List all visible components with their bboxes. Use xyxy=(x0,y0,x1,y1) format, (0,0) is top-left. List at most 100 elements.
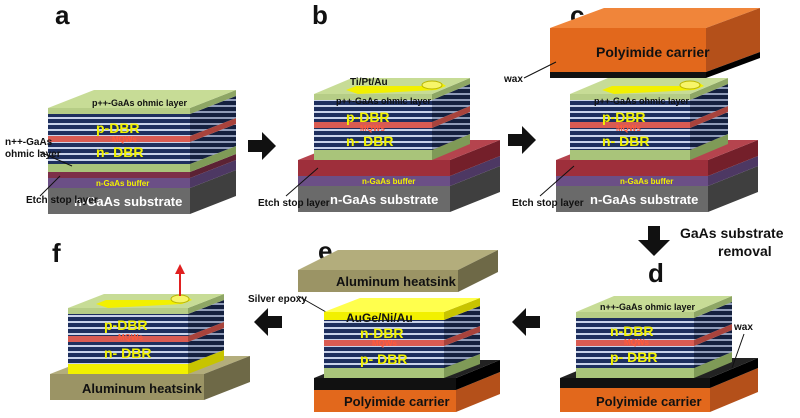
ti-pt-au-contact xyxy=(602,82,704,94)
substrate-label: n-GaAs substrate xyxy=(590,192,698,207)
substrate-label: n-GaAs substrate xyxy=(74,194,182,209)
buffer-layer xyxy=(48,178,190,188)
p-dbr-stack xyxy=(314,100,432,122)
p-dbr-label: p- DBR xyxy=(610,349,657,365)
panel-letter-b: b xyxy=(312,0,328,30)
heatsink-label: Aluminum heatsink xyxy=(336,274,457,289)
panel-letter-f: f xyxy=(52,238,61,268)
panel-e: e Aluminum heatsink Silver epoxy AuGe/Ni… xyxy=(248,236,500,412)
arrow-down-icon xyxy=(638,226,670,256)
n-dbr-stack xyxy=(48,142,190,164)
ti-pt-au-contact xyxy=(96,296,192,308)
etch-stop-layer xyxy=(48,172,190,178)
metal-label: AuGe/Ni/Au xyxy=(346,311,413,325)
arrow-left-icon xyxy=(254,308,282,336)
arrow-right-icon xyxy=(508,126,536,154)
carrier-label: Polyimide carrier xyxy=(344,394,450,409)
etch-stop-layer xyxy=(556,160,708,176)
aluminum-heatsink xyxy=(50,374,204,400)
p-dbr-label: p-DBR xyxy=(96,120,140,136)
p-dbr-label: p- DBR xyxy=(360,351,407,367)
p-dbr-stack xyxy=(324,346,444,368)
contact-label: Ti/Pt/Au xyxy=(350,77,388,88)
panel-letter-d: d xyxy=(648,258,664,288)
top-layer-label: p++-GaAs ohmic layer xyxy=(594,96,690,106)
ti-pt-au-contact xyxy=(346,82,446,94)
mqw-layer xyxy=(48,136,190,142)
arrow-left-icon xyxy=(512,308,540,336)
n-ohmic-layer xyxy=(48,164,190,172)
mqws-label: MQWs xyxy=(372,339,397,348)
substrate xyxy=(298,186,450,212)
n-ohmic-layer xyxy=(314,150,432,160)
wax-layer xyxy=(560,378,710,388)
ohmic-callout-line-1: n++-GaAs xyxy=(5,137,53,148)
mqws-label: MQWs xyxy=(360,124,385,133)
mqw-layer xyxy=(324,340,444,346)
p-dbr-label: p-DBR xyxy=(104,317,148,333)
heatsink-label: Aluminum heatsink xyxy=(82,381,203,396)
etch-stop-callout-line xyxy=(39,175,61,197)
mqw-layer xyxy=(314,122,432,128)
substrate xyxy=(556,186,708,212)
top-layer-label: p++-GaAs ohmic layer xyxy=(336,96,432,106)
mqw-layer xyxy=(570,122,690,128)
buffer-label: n-GaAs buffer xyxy=(362,177,415,186)
step-label-line-1: GaAs substrate xyxy=(680,225,784,241)
panel-d: d n++-GaAs ohmic layer n-DBR MQWs p- DBR… xyxy=(560,258,758,412)
p-dbr-stack xyxy=(570,100,690,122)
panel-a: a p++-GaAs ohmic layer p-DBR MQWs n- DBR… xyxy=(5,0,236,214)
ohmic-callout-line-2: ohmic layer xyxy=(5,149,61,160)
n-dbr-stack xyxy=(314,128,432,150)
wax-callout: wax xyxy=(503,74,523,85)
carrier-label: Polyimide carrier xyxy=(596,394,702,409)
arrow-right-icon xyxy=(248,132,276,160)
n-dbr-stack xyxy=(576,318,694,340)
n-dbr-label: n-DBR xyxy=(360,325,404,341)
buffer-layer xyxy=(556,176,708,186)
p-dbr-label: p-DBR xyxy=(602,109,646,125)
aluminum-heatsink xyxy=(298,270,458,292)
top-ohmic-layer xyxy=(576,296,732,312)
n-dbr-label: n- DBR xyxy=(104,345,151,361)
n-dbr-stack xyxy=(324,320,444,340)
polyimide-carrier xyxy=(314,390,456,412)
epoxy-callout: Silver epoxy xyxy=(248,294,307,305)
top-ohmic-layer xyxy=(48,90,236,108)
buffer-label: n-GaAs buffer xyxy=(96,179,149,188)
n-ohmic-layer xyxy=(570,150,690,160)
etch-stop-callout: Etch stop layer xyxy=(258,198,330,209)
polyimide-carrier xyxy=(550,28,706,72)
step-label-line-2: removal xyxy=(718,243,772,259)
mqw-layer xyxy=(68,336,188,342)
ohmic-callout-line xyxy=(39,151,73,167)
carrier-label: Polyimide carrier xyxy=(596,44,710,60)
n-dbr-label: n-DBR xyxy=(610,323,654,339)
top-layer-label: n++-GaAs ohmic layer xyxy=(600,302,696,312)
mqws-label: MQWs xyxy=(112,135,137,144)
substrate-label: n-GaAs substrate xyxy=(330,192,438,207)
p-dbr-label: p-DBR xyxy=(346,109,390,125)
n-dbr-label: n- DBR xyxy=(602,133,649,149)
panel-b: b Ti/Pt/Au p++-GaAs ohmic layer p-DBR MQ… xyxy=(258,0,500,212)
etch-stop-callout: Etch stop layer xyxy=(512,198,584,209)
buffer-label: n-GaAs buffer xyxy=(620,177,673,186)
wax-layer xyxy=(550,72,706,78)
p-dbr-stack xyxy=(576,346,694,368)
n-dbr-label: n- DBR xyxy=(96,144,143,160)
auge-ni-au-layer xyxy=(324,312,444,320)
mqws-label: MQWs xyxy=(118,333,143,342)
mqws-label: MQWs xyxy=(624,338,649,347)
etch-stop-callout: Etch stop layer xyxy=(26,195,98,206)
mqw-layer xyxy=(576,340,694,346)
substrate xyxy=(48,188,190,214)
n-dbr-stack xyxy=(68,342,188,364)
etch-stop-layer xyxy=(298,160,450,176)
wax-callout: wax xyxy=(733,322,753,333)
buffer-layer xyxy=(298,176,450,186)
p-dbr-stack xyxy=(68,314,188,336)
panel-c: c Polyimide carrier wax p++-GaAs ohmic l… xyxy=(503,0,760,212)
panel-f: f Aluminum heatsink p-DBR MQWs n- DBR xyxy=(50,238,250,400)
polyimide-carrier xyxy=(560,388,710,412)
